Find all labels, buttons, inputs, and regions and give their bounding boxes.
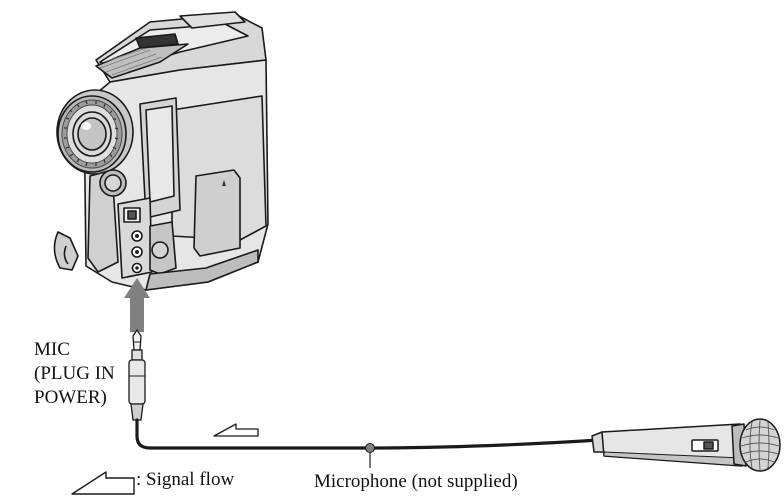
microphone-label: Microphone (not supplied) xyxy=(314,471,518,492)
jack-label-line3: POWER) xyxy=(34,387,107,408)
camcorder xyxy=(53,11,269,291)
legend-signal-flow-label: : Signal flow xyxy=(136,469,235,490)
cable-ferrite xyxy=(365,443,375,453)
jack-label-line1: MIC xyxy=(34,339,70,360)
microphone xyxy=(591,418,781,472)
microphone-cable xyxy=(135,418,602,450)
mic-plug xyxy=(128,328,146,421)
up-arrow-icon xyxy=(124,278,150,332)
legend-signal-flow-icon xyxy=(71,471,135,495)
signal-flow-arrow-icon xyxy=(213,423,259,437)
jack-label-line2: (PLUG IN xyxy=(34,363,115,384)
